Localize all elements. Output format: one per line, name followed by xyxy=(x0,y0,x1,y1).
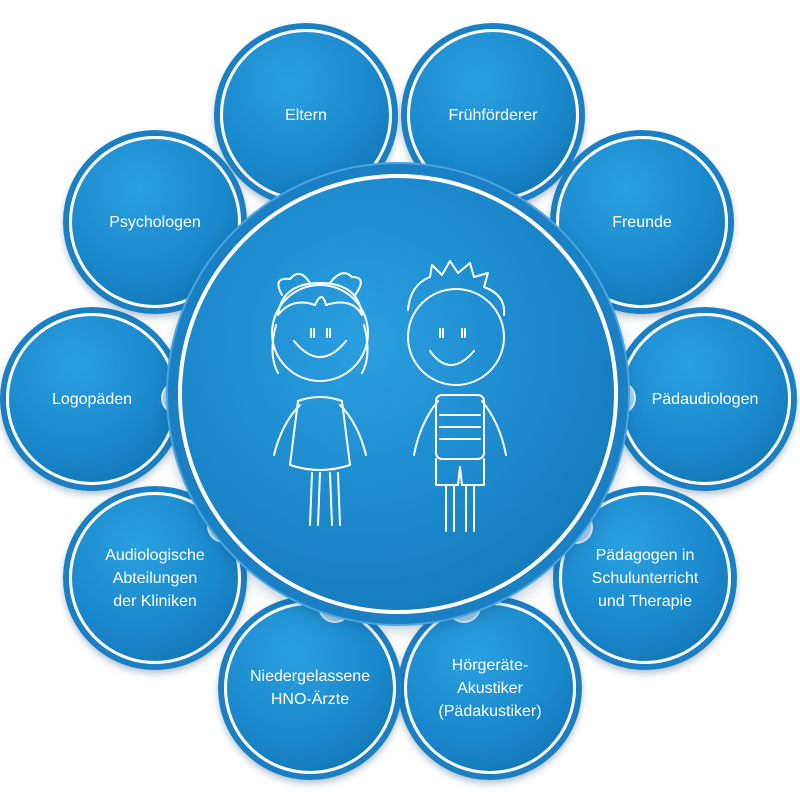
children-drawing-icon xyxy=(271,260,507,532)
boy-figure-icon xyxy=(407,260,507,532)
node-label: Freunde xyxy=(612,213,672,231)
girl-figure-icon xyxy=(271,272,369,526)
node-label: Hörgeräte- Akustiker (Pädakustiker) xyxy=(438,656,542,720)
node-label: Niedergelassene HNO-Ärzte xyxy=(249,668,371,708)
node-paedaudiologen: Pädaudiologen xyxy=(619,313,791,485)
node-label: Eltern xyxy=(285,106,327,124)
node-label: Pädaudiologen xyxy=(651,390,759,408)
node-hno: Niedergelassene HNO-Ärzte xyxy=(224,602,396,774)
node-label: Frühförderer xyxy=(448,106,538,124)
node-logopaeden: Logopäden xyxy=(6,313,178,485)
node-label: Audiologische Abteilungen der Kliniken xyxy=(105,546,205,610)
node-label: Pädagogen in Schulunterricht und Therapi… xyxy=(591,546,699,610)
node-paedagogen: Pädagogen in Schulunterricht und Therapi… xyxy=(559,492,731,664)
node-eltern: Eltern xyxy=(220,29,392,201)
node-fruehfoerderer: Frühförderer xyxy=(407,29,579,201)
center-circle xyxy=(178,174,618,614)
node-label: Logopäden xyxy=(51,390,133,408)
node-label: Psychologen xyxy=(109,213,201,231)
node-hoergeraete: Hörgeräte- Akustiker (Pädakustiker) xyxy=(404,602,576,774)
